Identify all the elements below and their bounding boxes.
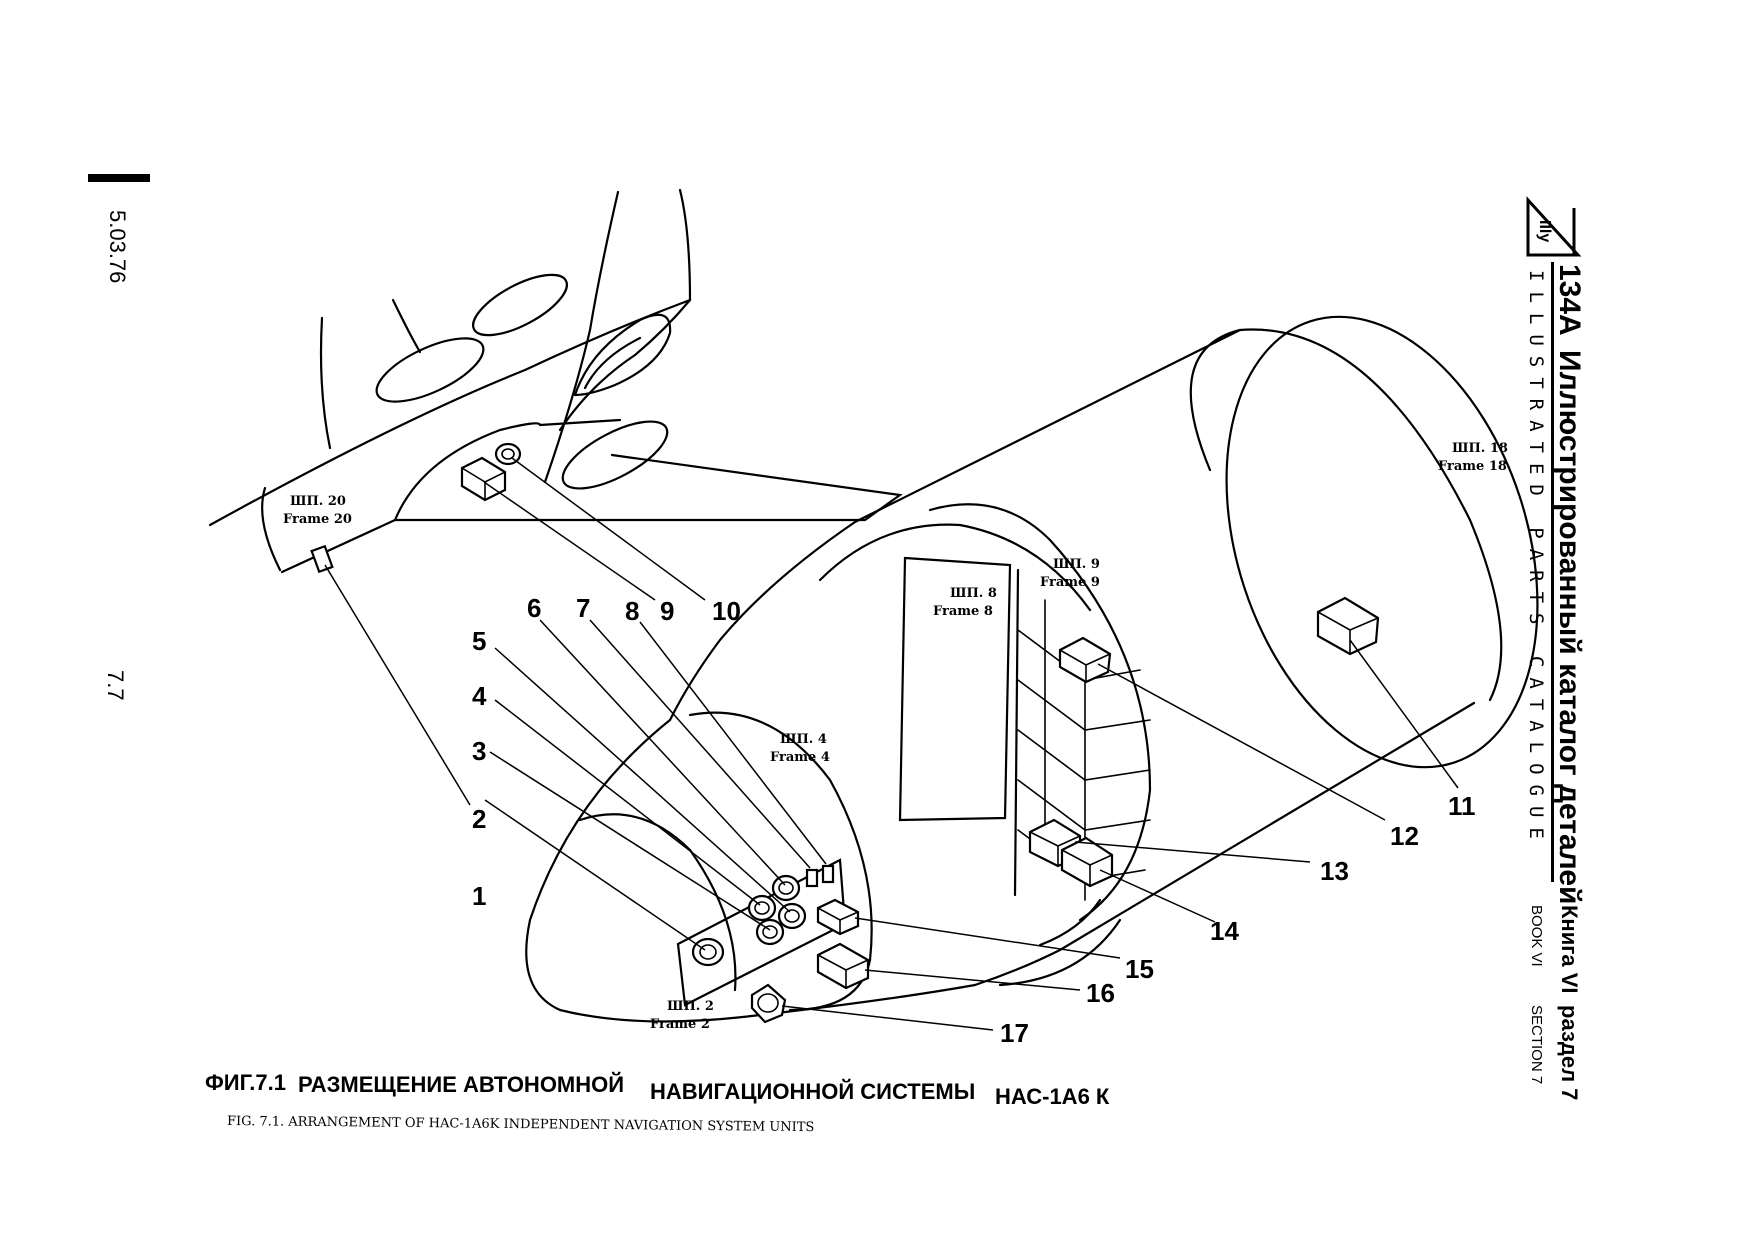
units-fuselage [691, 596, 1380, 1024]
callout-5: 5 [472, 626, 486, 656]
caption-ru-part3: НАС-1А6 К [995, 1084, 1110, 1109]
unit-8 [821, 864, 835, 884]
callout-numbers: 1 2 3 4 5 6 7 8 9 10 11 12 13 14 15 16 1… [472, 593, 1476, 1048]
callout-13: 13 [1320, 856, 1349, 886]
callout-7: 7 [576, 593, 590, 623]
caption-ru-prefix: ФИГ.7.1 [205, 1070, 286, 1095]
catalogue-header: IIly 134A Иллюстрированный каталог детал… [1525, 196, 1586, 1100]
unit-9 [460, 456, 507, 502]
header-section-ru: раздел 7 [1557, 1005, 1582, 1100]
header-title-ru: Иллюстрированный каталог деталей [1553, 350, 1586, 904]
frame-20-en: Frame 20 [283, 512, 352, 527]
frame-labels: ШП. 20 Frame 20 ШП. 18 Frame 18 ШП. 9 Fr… [283, 441, 1508, 1032]
header-rule [1551, 262, 1554, 882]
caption-ru-part1: РАЗМЕЩЕНИЕ АВТОНОМНОЙ [298, 1072, 624, 1097]
margin-page-number: 7.7 [103, 670, 128, 701]
callout-2: 2 [472, 804, 486, 834]
header-title-en: ILLUSTRATED PARTS CATALOGUE [1525, 270, 1547, 849]
header-book-ru: Книга VI [1557, 905, 1582, 994]
unit-16 [816, 942, 870, 990]
callout-10: 10 [712, 596, 741, 626]
frame-20-ru: ШП. 20 [290, 494, 346, 509]
frame-2-ru: ШП. 2 [667, 999, 714, 1014]
callout-3: 3 [472, 736, 486, 766]
caption-en: FIG. 7.1. ARRANGEMENT OF HAC-1A6K INDEPE… [227, 1114, 814, 1135]
frame-8-ru: ШП. 8 [950, 586, 997, 601]
margin-bar [88, 174, 150, 182]
callout-1: 1 [472, 881, 486, 911]
frame-18-ru: ШП. 18 [1452, 441, 1508, 456]
unit-6 [771, 874, 801, 902]
header-book-en: BOOK VI [1528, 905, 1545, 967]
callout-11: 11 [1448, 791, 1476, 821]
callout-17: 17 [1000, 1018, 1029, 1048]
callout-15: 15 [1125, 954, 1154, 984]
frame-4-ru: ШП. 4 [780, 732, 827, 747]
logo-model-number: 134A [1553, 264, 1586, 336]
frame-4-en: Frame 4 [770, 750, 830, 765]
figure-caption: ФИГ.7.1 РАЗМЕЩЕНИЕ АВТОНОМНОЙ НАВИГАЦИОН… [205, 1070, 1110, 1135]
unit-1 [691, 937, 725, 967]
unit-15 [816, 898, 860, 936]
margin-date: 5.03.76 [105, 210, 130, 283]
callout-14: 14 [1210, 916, 1239, 946]
unit-5 [777, 902, 807, 930]
callout-8: 8 [625, 596, 639, 626]
unit-7 [805, 868, 819, 888]
frame-18-en: Frame 18 [1438, 459, 1507, 474]
callout-9: 9 [660, 596, 674, 626]
callout-12: 12 [1390, 821, 1419, 851]
unit-11 [1316, 596, 1380, 656]
callout-16: 16 [1086, 978, 1115, 1008]
frame-2-en: Frame 2 [650, 1017, 710, 1032]
fuselage-drawing [525, 315, 1539, 1023]
header-section-en: SECTION 7 [1528, 1005, 1545, 1084]
aircraft-logo-icon: IIly [1526, 196, 1582, 257]
frame-8-en: Frame 8 [933, 604, 993, 619]
unit-12 [1058, 636, 1112, 684]
leader-lines [324, 457, 1459, 1031]
logo-lettering: IIly [1536, 220, 1553, 242]
callout-6: 6 [527, 593, 541, 623]
unit-17 [750, 983, 787, 1024]
frame-9-en: Frame 9 [1040, 575, 1100, 590]
frame-9-ru: ШП. 9 [1053, 557, 1100, 572]
callout-4: 4 [472, 681, 487, 711]
caption-ru-part2: НАВИГАЦИОННОЙ СИСТЕМЫ [650, 1079, 975, 1104]
